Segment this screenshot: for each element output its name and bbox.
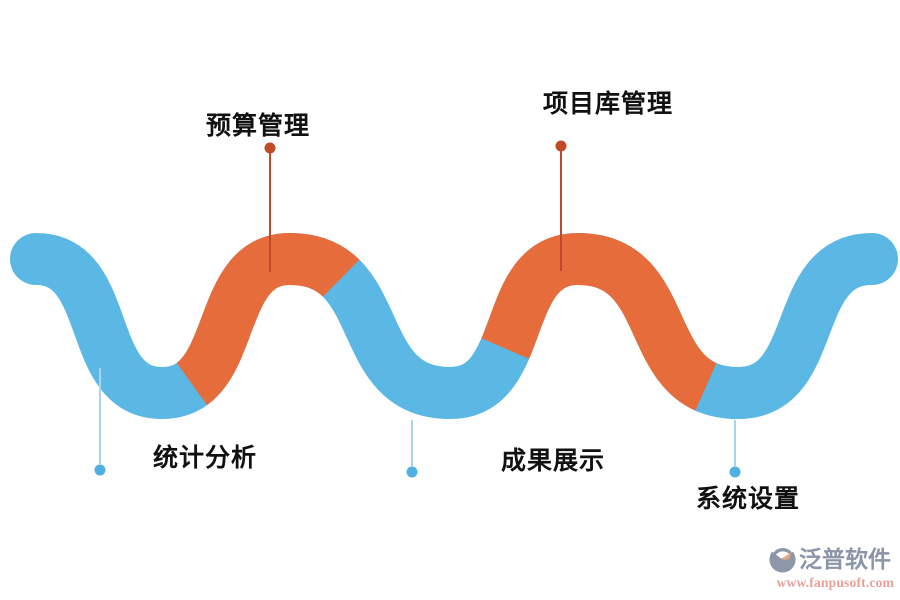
vendor-logo-text: 泛普软件 <box>799 546 891 572</box>
step-label-statistical-analysis: 统计分析 <box>152 444 257 472</box>
step-label-project-library-management: 项目库管理 <box>542 90 673 118</box>
connector-dot-settings <box>729 466 741 478</box>
wave-ribbon-blue <box>10 232 898 420</box>
connector-dot-statistics <box>94 464 106 476</box>
connector-dot-budget <box>264 142 276 154</box>
connector-dot-project-library <box>555 140 567 152</box>
vendor-logo-row: 泛普软件 <box>768 545 894 574</box>
vendor-url: www.fanpusoft.com <box>776 575 894 590</box>
step-label-results-display: 成果展示 <box>500 447 605 475</box>
step-label-budget-management: 预算管理 <box>205 112 310 140</box>
step-label-system-settings: 系统设置 <box>695 485 800 513</box>
fanpu-logo-icon <box>769 545 796 573</box>
vendor-watermark: 泛普软件 www.fanpusoft.com <box>768 545 894 591</box>
connector-dot-results <box>406 466 418 478</box>
